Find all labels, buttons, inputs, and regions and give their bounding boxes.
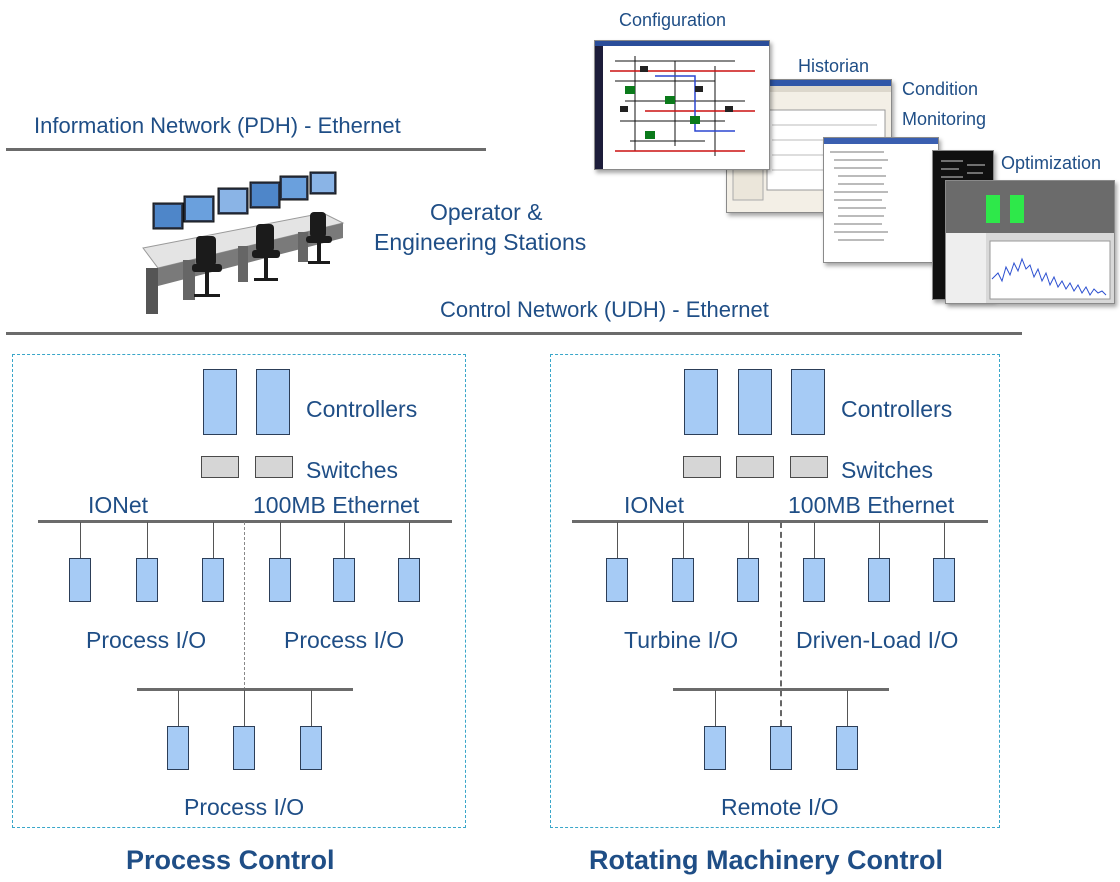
process-io-module bbox=[300, 726, 322, 770]
rotating-ionet-bus bbox=[572, 520, 988, 523]
process-ionet-bus bbox=[38, 520, 452, 523]
information-network-label: Information Network (PDH) - Ethernet bbox=[34, 113, 401, 138]
stem bbox=[178, 690, 179, 726]
process-io-bottom-label: Process I/O bbox=[184, 794, 305, 820]
turbine-io-module bbox=[672, 558, 694, 602]
stem bbox=[80, 522, 81, 558]
process-io-module bbox=[333, 558, 355, 602]
remote-io-module bbox=[770, 726, 792, 770]
optimization-label: Optimization bbox=[1001, 153, 1102, 173]
stem bbox=[617, 522, 618, 558]
rotating-controller-3 bbox=[791, 369, 825, 435]
stem bbox=[944, 522, 945, 558]
process-control-title: Process Control bbox=[126, 845, 335, 875]
optimization-screenshot bbox=[945, 180, 1115, 304]
driven-load-io-label: Driven-Load I/O bbox=[796, 627, 959, 653]
rotating-switch-1 bbox=[683, 456, 721, 478]
process-divider bbox=[244, 522, 245, 690]
condition-monitoring-label-1: Condition bbox=[902, 79, 979, 99]
process-controller-1 bbox=[203, 369, 237, 435]
turbine-io-module bbox=[737, 558, 759, 602]
process-switches-label: Switches bbox=[306, 457, 399, 483]
stations-label-line2: Engineering Stations bbox=[374, 229, 587, 255]
driven-load-io-module bbox=[933, 558, 955, 602]
stem bbox=[344, 522, 345, 558]
stem bbox=[683, 522, 684, 558]
stem bbox=[814, 522, 815, 558]
stem bbox=[213, 522, 214, 558]
rotating-controller-1 bbox=[684, 369, 718, 435]
configuration-screenshot bbox=[594, 40, 770, 170]
stem bbox=[280, 522, 281, 558]
condition-monitoring-screenshot bbox=[823, 137, 939, 263]
stem bbox=[847, 690, 848, 726]
process-remote-bus bbox=[137, 688, 353, 691]
rotating-divider bbox=[780, 522, 782, 726]
rotating-controllers-label: Controllers bbox=[841, 396, 953, 422]
process-io-module bbox=[136, 558, 158, 602]
process-switch-2 bbox=[255, 456, 293, 478]
stem bbox=[244, 690, 245, 726]
remote-io-module bbox=[704, 726, 726, 770]
process-io-module bbox=[202, 558, 224, 602]
remote-io-label: Remote I/O bbox=[721, 794, 839, 820]
condition-monitoring-label-2: Monitoring bbox=[902, 109, 987, 129]
stem bbox=[147, 522, 148, 558]
process-controller-2 bbox=[256, 369, 290, 435]
rotating-control-panel bbox=[550, 354, 1000, 828]
stem bbox=[879, 522, 880, 558]
control-network-label: Control Network (UDH) - Ethernet bbox=[440, 297, 769, 322]
operator-console-image bbox=[142, 171, 345, 314]
stations-label-line1: Operator & bbox=[430, 199, 543, 225]
turbine-io-label: Turbine I/O bbox=[624, 627, 739, 653]
process-io-module bbox=[233, 726, 255, 770]
process-io-module bbox=[398, 558, 420, 602]
process-io-module bbox=[69, 558, 91, 602]
driven-load-io-module bbox=[868, 558, 890, 602]
rotating-switch-2 bbox=[736, 456, 774, 478]
driven-load-io-module bbox=[803, 558, 825, 602]
process-io-module bbox=[167, 726, 189, 770]
stem bbox=[715, 690, 716, 726]
historian-label: Historian bbox=[798, 56, 870, 76]
rotating-control-title: Rotating Machinery Control bbox=[589, 845, 944, 875]
process-ethernet-label: 100MB Ethernet bbox=[253, 492, 420, 518]
process-control-panel bbox=[12, 354, 466, 828]
process-io-right-label: Process I/O bbox=[284, 627, 405, 653]
control-network-line bbox=[6, 332, 1022, 335]
rotating-remote-bus bbox=[673, 688, 889, 691]
process-ionet-label: IONet bbox=[88, 492, 149, 518]
turbine-io-module bbox=[606, 558, 628, 602]
stem bbox=[748, 522, 749, 558]
rotating-switch-3 bbox=[790, 456, 828, 478]
stem bbox=[311, 690, 312, 726]
rotating-controller-2 bbox=[738, 369, 772, 435]
rotating-ionet-label: IONet bbox=[624, 492, 685, 518]
stem bbox=[409, 522, 410, 558]
configuration-label: Configuration bbox=[619, 10, 727, 30]
remote-io-module bbox=[836, 726, 858, 770]
process-controllers-label: Controllers bbox=[306, 396, 418, 422]
process-switch-1 bbox=[201, 456, 239, 478]
rotating-switches-label: Switches bbox=[841, 457, 934, 483]
process-io-left-label: Process I/O bbox=[86, 627, 207, 653]
rotating-ethernet-label: 100MB Ethernet bbox=[788, 492, 955, 518]
information-network-line bbox=[6, 148, 486, 151]
process-io-module bbox=[269, 558, 291, 602]
